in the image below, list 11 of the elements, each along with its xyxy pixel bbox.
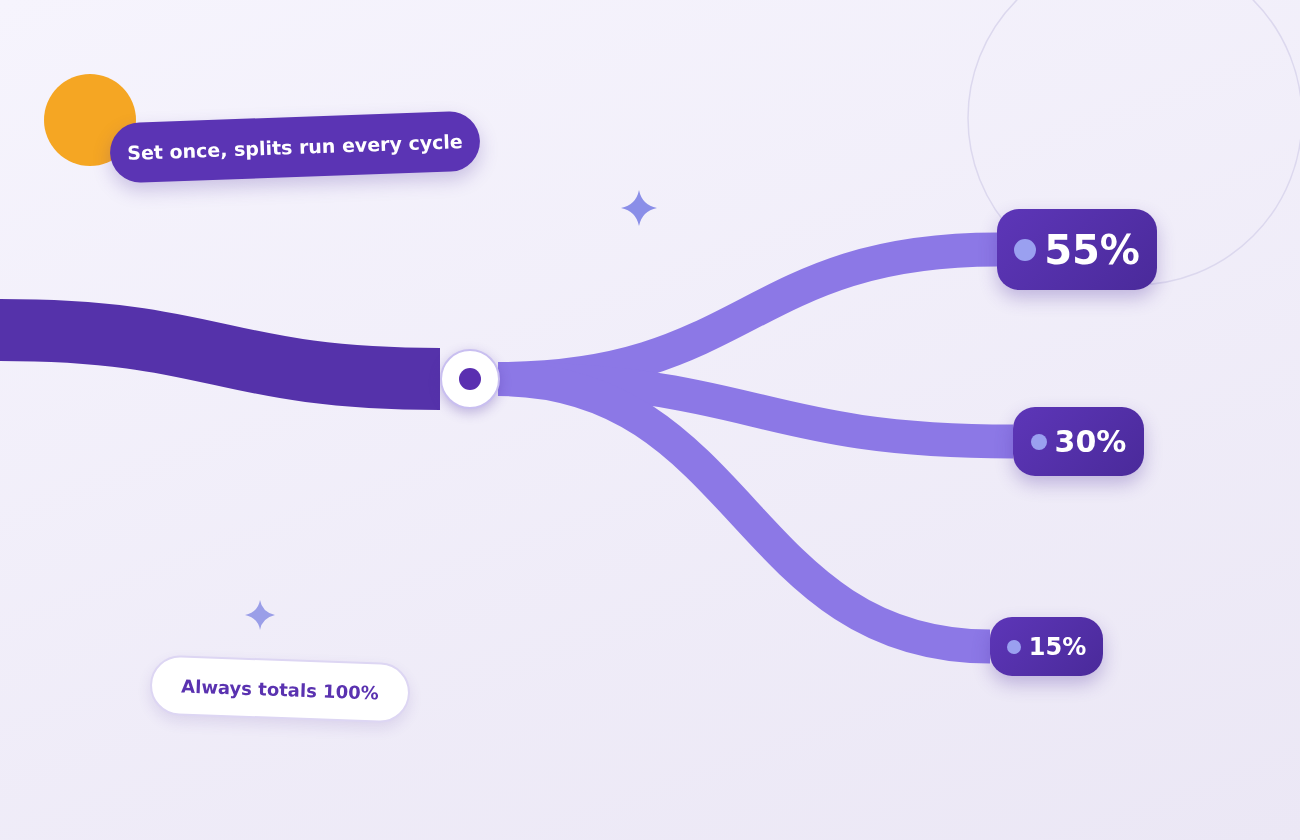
percentage-badge: [990, 617, 1103, 676]
percentage-value: 15%: [1028, 632, 1087, 661]
label-text: Always totals 100%: [180, 675, 380, 703]
percentage-value: 55%: [1044, 226, 1140, 273]
percentage-badge: [997, 209, 1157, 290]
percentage-value: 30%: [1054, 424, 1127, 459]
hub-circle: [440, 349, 500, 409]
percentage-badge: [1013, 407, 1144, 476]
label-pill: [109, 110, 481, 184]
flow-band: [0, 299, 441, 410]
label-text: Set once, splits run every cycle: [126, 130, 464, 164]
